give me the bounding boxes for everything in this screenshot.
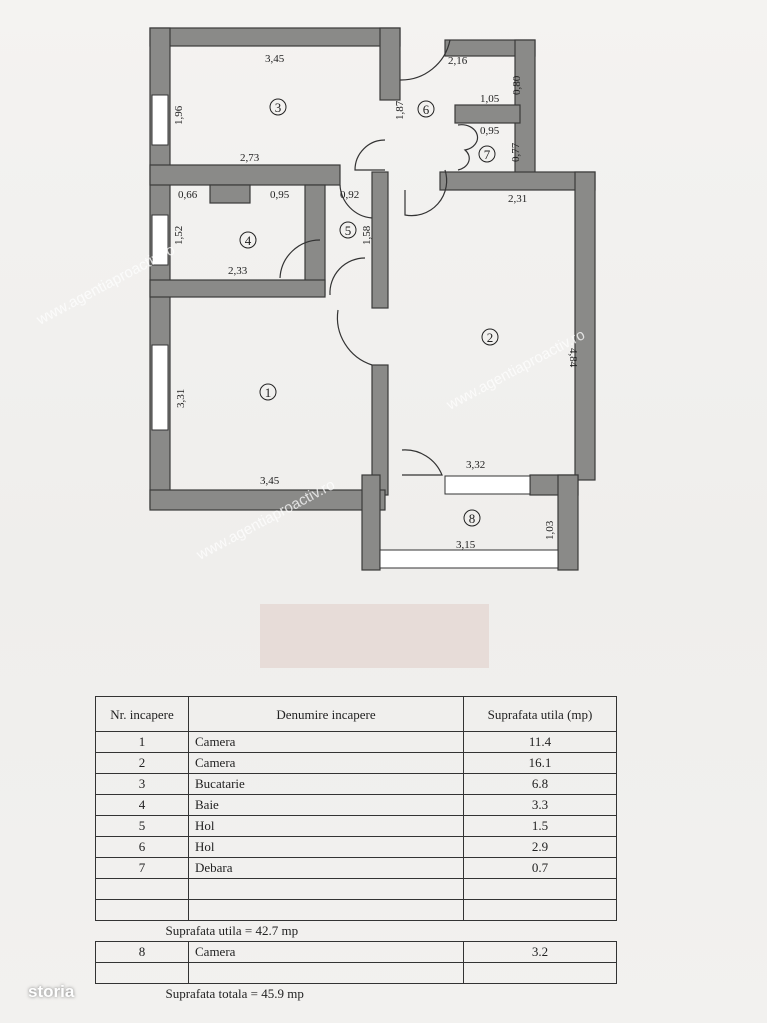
cell-name: Camera — [188, 941, 464, 963]
floor-plan: 3 4 5 6 7 2 1 8 3,45 1,96 2,73 1,87 0,66… — [33, 27, 596, 571]
cell-nr: 5 — [95, 815, 189, 837]
svg-text:0,80: 0,80 — [511, 75, 523, 95]
room-7-label: 7 — [484, 147, 491, 162]
svg-text:0,95: 0,95 — [480, 125, 500, 137]
svg-text:1,03: 1,03 — [544, 520, 556, 540]
cell-nr: 8 — [95, 941, 189, 963]
cell-nr: 4 — [95, 794, 189, 816]
dimension-labels: 3,45 1,96 2,73 1,87 0,66 0,95 1,52 2,33 … — [173, 53, 579, 551]
svg-text:0,95: 0,95 — [270, 189, 290, 201]
room-3-label: 3 — [275, 100, 282, 115]
cell-nr: 6 — [95, 836, 189, 858]
table-header: Nr. incapere Denumire incapere Suprafata… — [95, 696, 617, 732]
cell-nr: 1 — [95, 731, 189, 753]
svg-text:www.agentiaproactiv.ro: www.agentiaproactiv.ro — [443, 326, 588, 414]
room-1-label: 1 — [265, 385, 272, 400]
cell-nr: 2 — [95, 752, 189, 774]
header-name: Denumire incapere — [188, 696, 464, 732]
header-area: Suprafata utila (mp) — [463, 696, 617, 732]
room-8-label: 8 — [469, 511, 476, 526]
cell-name: Hol — [188, 836, 464, 858]
redacted-box — [260, 604, 489, 668]
svg-text:1,87: 1,87 — [394, 100, 406, 120]
room-6-label: 6 — [423, 102, 430, 117]
subtotal-row: Suprafata utila = 42.7 mp — [95, 920, 617, 942]
subtotal-text: Suprafata utila = 42.7 mp — [95, 920, 617, 942]
cell-area: 16.1 — [463, 752, 617, 774]
room-area-table: Nr. incapere Denumire incapere Suprafata… — [95, 696, 617, 1004]
empty-row — [95, 962, 617, 984]
svg-text:3,45: 3,45 — [265, 53, 285, 65]
svg-text:3,15: 3,15 — [456, 539, 476, 551]
cell-area: 6.8 — [463, 773, 617, 795]
cell-nr: 7 — [95, 857, 189, 879]
total-row: Suprafata totala = 45.9 mp — [95, 983, 617, 1004]
svg-text:2,31: 2,31 — [508, 193, 527, 205]
svg-text:3,45: 3,45 — [260, 475, 280, 487]
room-4-label: 4 — [245, 233, 252, 248]
svg-text:0,66: 0,66 — [178, 189, 198, 201]
svg-text:1,52: 1,52 — [173, 226, 185, 245]
empty-row — [95, 878, 617, 900]
svg-text:3,31: 3,31 — [175, 389, 187, 408]
svg-text:1,58: 1,58 — [361, 225, 373, 245]
doors — [279, 39, 479, 476]
svg-text:1,96: 1,96 — [173, 105, 185, 125]
cell-area: 0.7 — [463, 857, 617, 879]
cell-name: Camera — [188, 731, 464, 753]
svg-text:1,05: 1,05 — [480, 93, 500, 105]
svg-text:4,84: 4,84 — [567, 348, 579, 368]
cell-area: 1.5 — [463, 815, 617, 837]
empty-row — [95, 899, 617, 921]
svg-text:0,92: 0,92 — [340, 189, 359, 201]
cell-area: 3.2 — [463, 941, 617, 963]
svg-text:2,16: 2,16 — [448, 55, 468, 67]
cell-name: Baie — [188, 794, 464, 816]
cell-area: 2.9 — [463, 836, 617, 858]
header-nr: Nr. incapere — [95, 696, 189, 732]
room-5-label: 5 — [345, 223, 352, 238]
storia-logo: storia — [28, 982, 75, 1001]
cell-name: Bucatarie — [188, 773, 464, 795]
svg-text:2,33: 2,33 — [228, 265, 248, 277]
windows — [151, 94, 559, 569]
room-2-label: 2 — [487, 330, 494, 345]
cell-area: 11.4 — [463, 731, 617, 753]
room-numbers — [239, 98, 499, 527]
total-text: Suprafata totala = 45.9 mp — [95, 983, 617, 1004]
cell-name: Hol — [188, 815, 464, 837]
cell-name: Camera — [188, 752, 464, 774]
svg-text:2,73: 2,73 — [240, 152, 260, 164]
cell-area: 3.3 — [463, 794, 617, 816]
cell-nr: 3 — [95, 773, 189, 795]
svg-text:3,32: 3,32 — [466, 459, 485, 471]
cell-name: Debara — [188, 857, 464, 879]
svg-text:0,77: 0,77 — [510, 142, 522, 162]
